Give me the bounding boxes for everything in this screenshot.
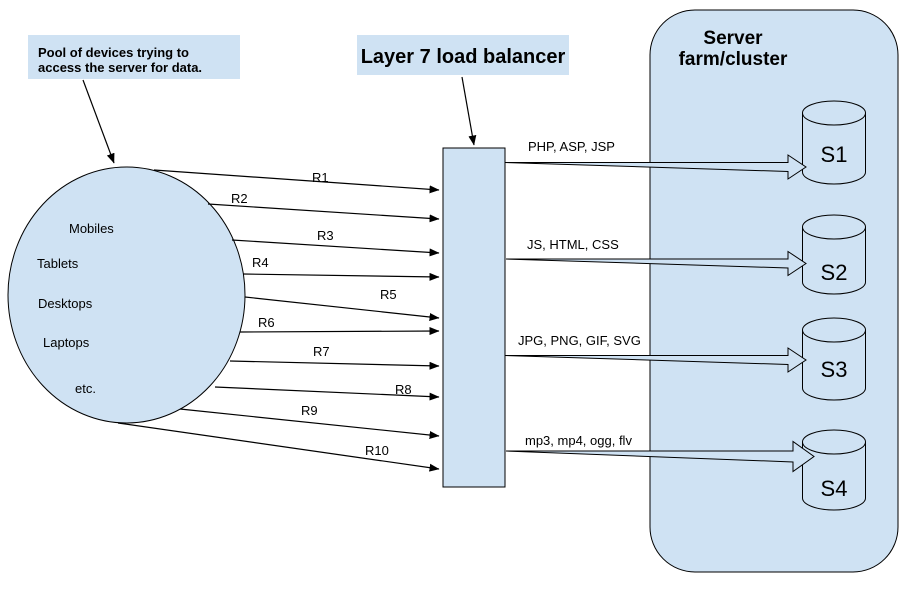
request-arrow-r6	[239, 327, 440, 336]
request-arrow-r10	[117, 422, 440, 472]
route-arrow-s4	[505, 440, 815, 473]
load-balancer-box	[442, 147, 506, 488]
request-arrow-r7	[229, 360, 440, 370]
device-item-tablets: Tablets	[37, 256, 79, 271]
server-cylinder-s4: S4	[802, 429, 866, 511]
device-item-desktops: Desktops	[38, 296, 93, 311]
route-label-s3: JPG, PNG, GIF, SVG	[518, 333, 641, 348]
route-label-s4: mp3, mp4, ogg, flv	[525, 433, 632, 448]
server-label-s4: S4	[821, 476, 848, 501]
load-balancer-label: Layer 7 load balancer	[361, 46, 566, 68]
request-label-r9: R9	[301, 403, 318, 418]
server-label-s2: S2	[821, 260, 848, 285]
server-cylinder-s3: S3	[802, 317, 866, 401]
route-label-s1: PHP, ASP, JSP	[528, 139, 615, 154]
request-label-r5: R5	[380, 287, 397, 302]
request-arrow-r4	[242, 272, 440, 281]
request-label-r7: R7	[313, 344, 330, 359]
server-cylinder-s2-top	[802, 214, 866, 240]
load-balancer-leader-arrow	[461, 76, 477, 146]
server-cylinder-s1-top	[802, 100, 866, 126]
request-arrow-r8	[214, 386, 440, 401]
server-cylinder-s1: S1	[802, 100, 866, 185]
server-cylinder-s2: S2	[802, 214, 866, 295]
server-label-s1: S1	[821, 142, 848, 167]
device-item-etc: etc.	[75, 381, 96, 396]
request-arrow-r1	[153, 169, 440, 194]
request-label-r4: R4	[252, 255, 269, 270]
device-item-laptops: Laptops	[43, 335, 90, 350]
pool-callout-leader-arrow	[82, 79, 115, 164]
request-arrow-r9	[179, 408, 440, 439]
route-arrow-s1	[504, 154, 807, 180]
request-arrow-r2	[207, 203, 440, 223]
device-pool-circle	[7, 166, 246, 424]
route-arrow-s3	[504, 347, 807, 373]
request-label-r3: R3	[317, 228, 334, 243]
route-arrow-s2	[505, 250, 807, 277]
server-cylinder-s2-body	[802, 226, 866, 295]
load-balancer-label-box	[357, 35, 569, 75]
request-label-r1: R1	[312, 170, 329, 185]
server-farm-title-line1: Server	[703, 28, 763, 49]
route-label-s2: JS, HTML, CSS	[527, 237, 619, 252]
server-cylinder-s4-body	[802, 441, 866, 511]
request-arrow-r3	[231, 239, 440, 257]
device-item-mobiles: Mobiles	[69, 221, 114, 236]
pool-callout-line2: access the server for data.	[38, 60, 202, 75]
pool-callout-line1: Pool of devices trying to	[38, 45, 189, 60]
server-cylinder-s4-top	[802, 429, 866, 455]
request-arrow-r5	[244, 296, 440, 321]
request-label-r8: R8	[395, 382, 412, 397]
server-cylinder-s3-body	[802, 329, 866, 401]
server-cylinder-s1-body	[802, 112, 866, 185]
server-cylinder-s3-top	[802, 317, 866, 343]
pool-callout-box	[28, 35, 240, 79]
request-label-r10: R10	[365, 443, 389, 458]
request-label-r6: R6	[258, 315, 275, 330]
request-label-r2: R2	[231, 191, 248, 206]
server-farm-title-line2: farm/cluster	[679, 49, 788, 70]
server-label-s3: S3	[821, 357, 848, 382]
